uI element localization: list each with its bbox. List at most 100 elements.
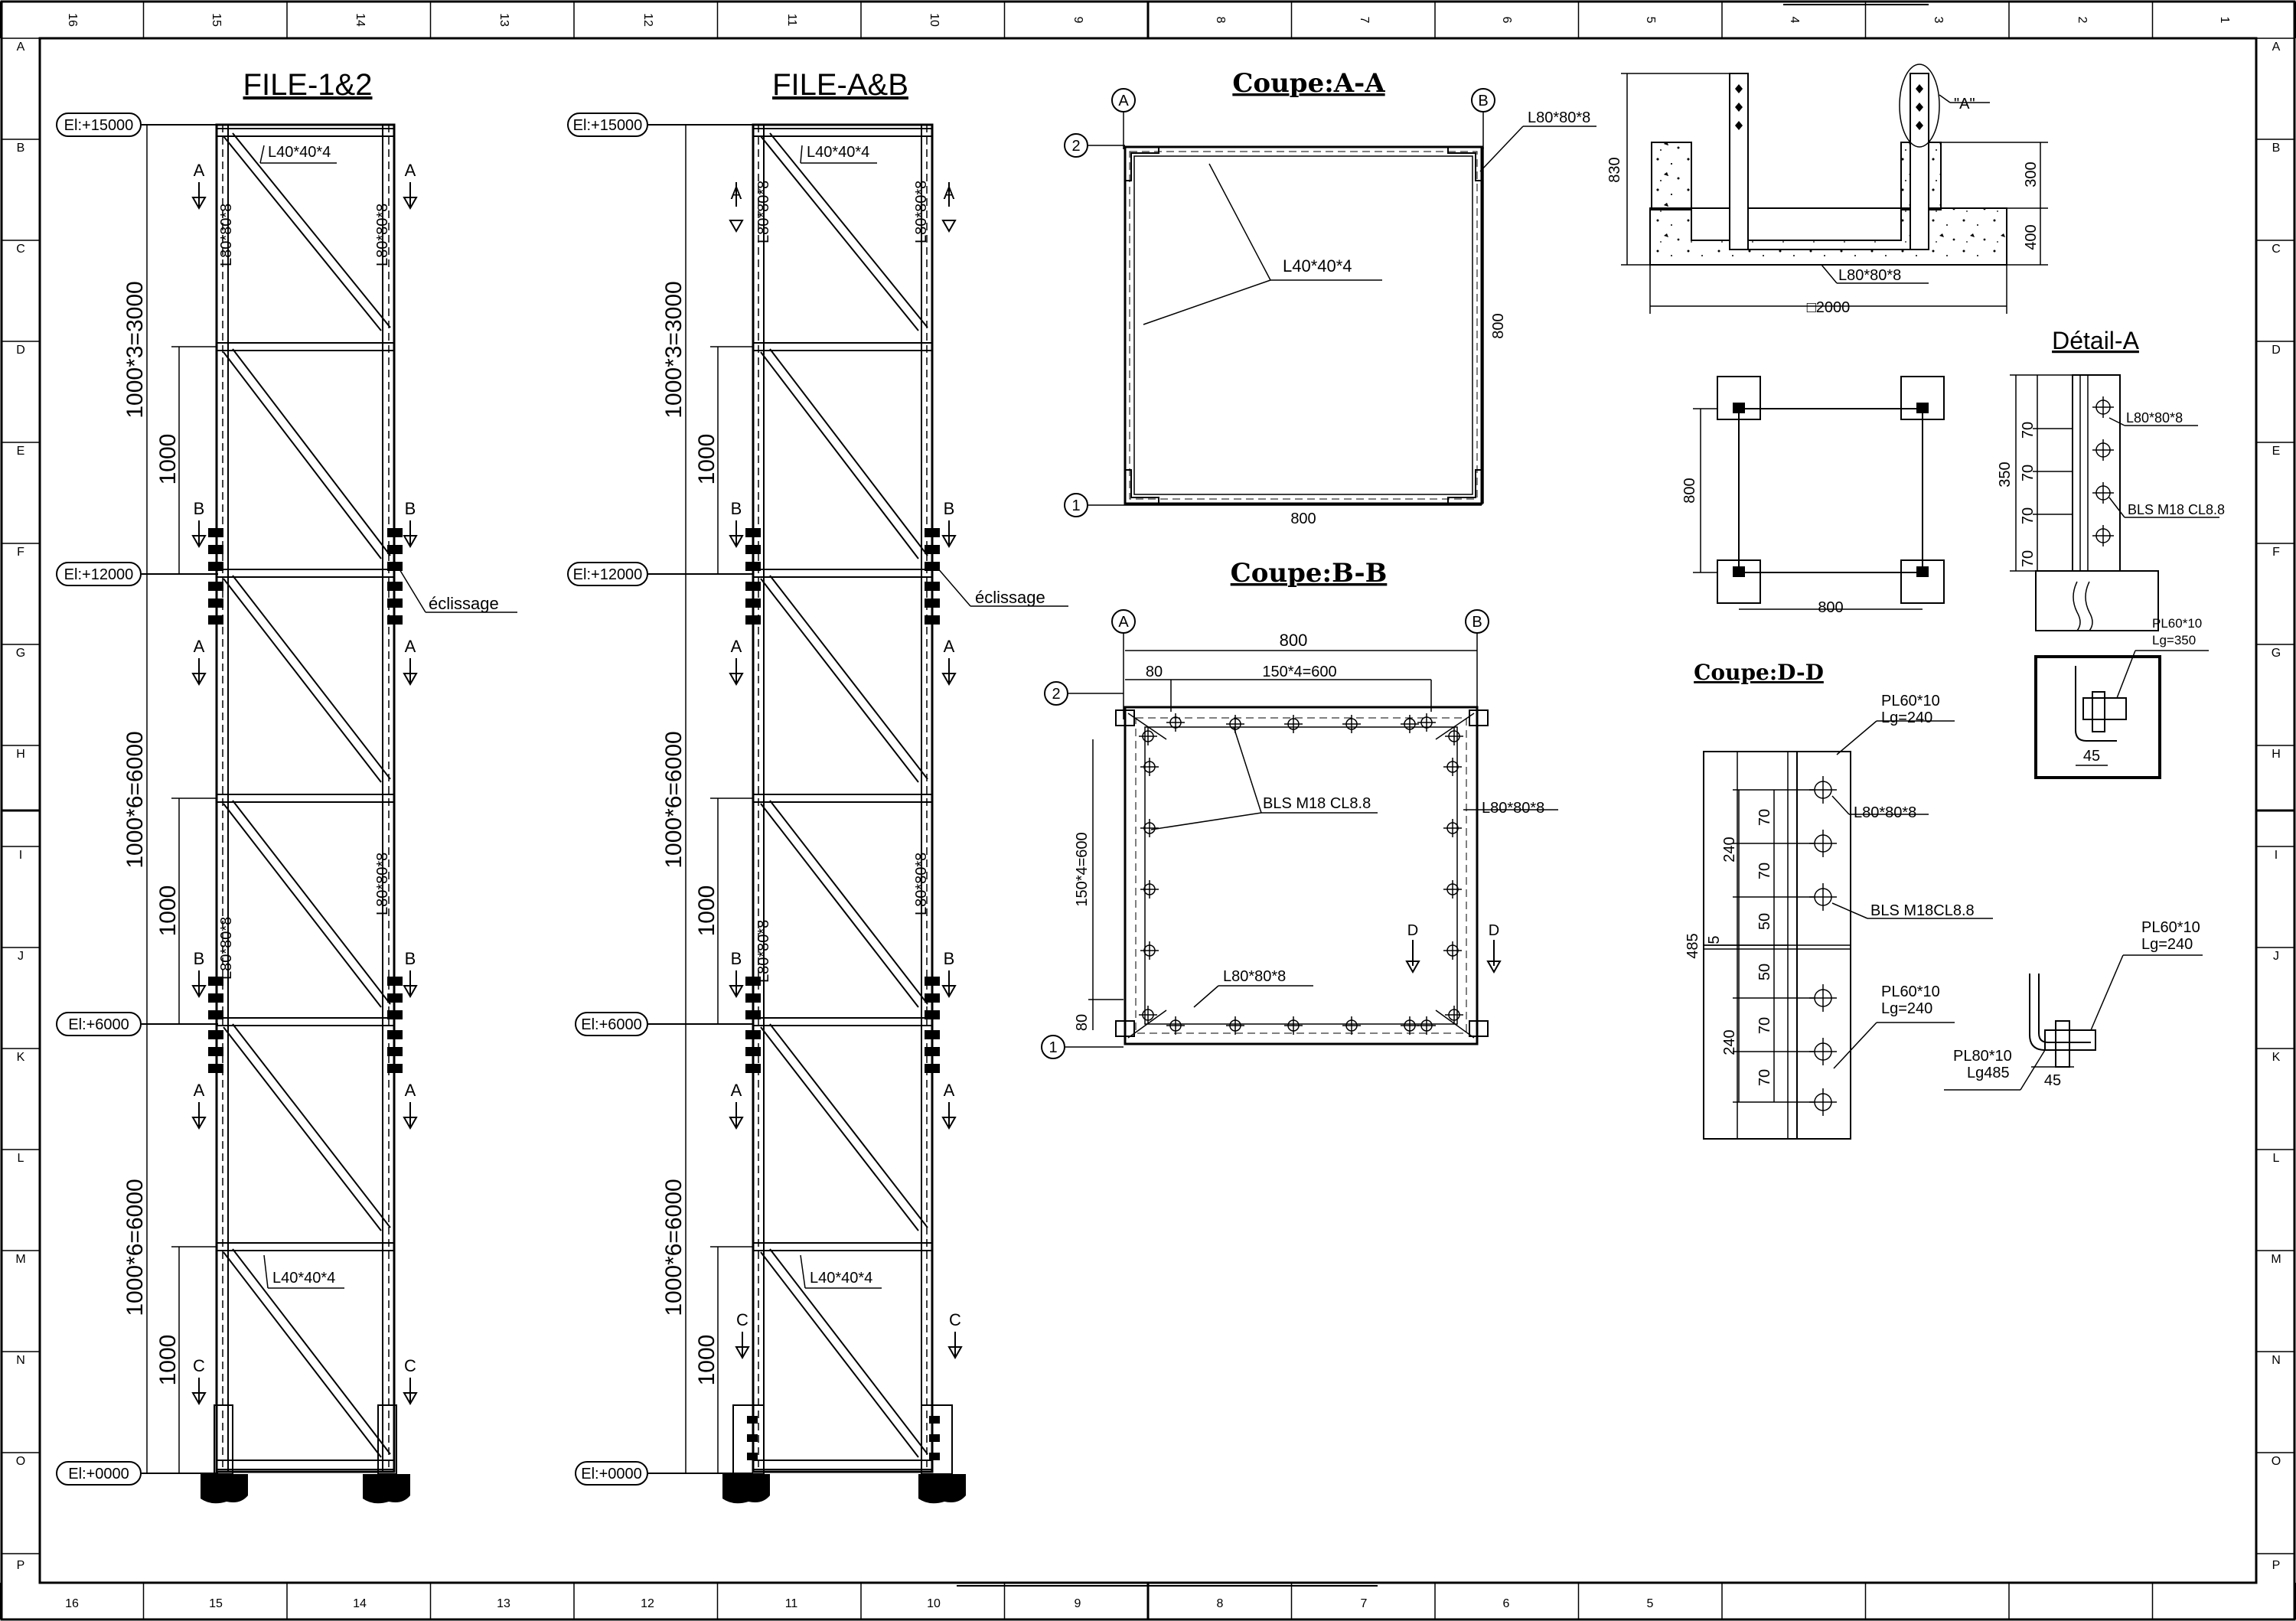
level-label: El:+0000 — [68, 1466, 129, 1482]
dim-label: 300 — [2023, 161, 2040, 187]
detail-d-d-plate: 45 PL60*10 Lg=240 PL80*10 Lg485 — [1944, 919, 2203, 1091]
section-marker: B — [405, 949, 416, 968]
section-a-a: Coupe:A-A A B 2 1 L40*40*4 L80*80*8 800 … — [1064, 68, 1596, 527]
detail-a: Détail-A 350 70 70 70 70 L80*80*8 BLS M1… — [1997, 327, 2225, 779]
grid-top-15: 15 — [210, 13, 223, 27]
section-marker: A — [944, 637, 955, 656]
detail-ref: "A" — [1954, 96, 1975, 113]
grid-bottom-16: 16 — [65, 1597, 79, 1610]
dim-label: 1000*6=6000 — [122, 731, 148, 868]
grid-right-m: M — [2271, 1253, 2281, 1266]
splice-label: éclissage — [429, 594, 499, 613]
dim-label: 240 — [1721, 837, 1738, 862]
section-title: Coupe:D-D — [1694, 660, 1824, 685]
member-label: L80*80*8 — [1528, 109, 1590, 126]
grid-left-i: I — [19, 849, 22, 862]
bolt-label: BLS M18CL8.8 — [1870, 902, 1975, 919]
plate-label: PL60*10 — [2141, 919, 2200, 936]
grid-right-i: I — [2275, 849, 2278, 862]
section-marker: C — [949, 1310, 961, 1329]
frame-bottom-numbers: 16 15 14 13 12 11 10 9 8 7 6 5 — [65, 1597, 1653, 1610]
dim-label: 830 — [1606, 157, 1623, 182]
grid-top-12: 12 — [641, 13, 654, 27]
dim-label: 800 — [1818, 599, 1843, 616]
grid-left-j: J — [18, 950, 24, 963]
grid-bottom-15: 15 — [209, 1597, 223, 1610]
dim-label: 800 — [1490, 313, 1507, 338]
level-label: El:+0000 — [581, 1466, 642, 1482]
grid-left-e: E — [17, 445, 25, 458]
level-label: El:+12000 — [573, 566, 643, 583]
grid-right-k: K — [2272, 1051, 2281, 1064]
grid-top-14: 14 — [354, 13, 367, 27]
section-marker: A — [405, 637, 416, 656]
dim-label: 45 — [2083, 748, 2100, 765]
bolt-label: BLS M18 CL8.8 — [2128, 502, 2225, 517]
dim-label: 485 — [1684, 933, 1701, 958]
section-marker: B — [944, 499, 955, 518]
elevation-file-a-b: FILE-A&B — [567, 68, 1068, 1504]
dim-label: 150*4=600 — [1074, 832, 1091, 906]
member-label: L40*40*4 — [807, 144, 869, 161]
dim-label: 240 — [1721, 1029, 1738, 1055]
grid-right-b: B — [2272, 142, 2281, 155]
dim-label: □2000 — [1807, 299, 1851, 316]
member-label: L80*80*8 — [2126, 410, 2183, 426]
grid-top-9: 9 — [1071, 17, 1084, 24]
section-marker: B — [731, 949, 742, 968]
section-marker: A — [194, 637, 205, 656]
axis-label: 1 — [1049, 1039, 1057, 1056]
grid-top-6: 6 — [1500, 17, 1513, 24]
grid-top-1: 1 — [2218, 17, 2231, 24]
section-marker: B — [194, 949, 205, 968]
level-label: El:+6000 — [581, 1016, 642, 1033]
grid-bottom-8: 8 — [1217, 1597, 1224, 1610]
bolt-label: BLS M18 CL8.8 — [1263, 795, 1371, 812]
grid-top-4: 4 — [1788, 17, 1801, 24]
plate-length: Lg=350 — [2152, 633, 2196, 647]
foundation-section: "A" 830 300 400 L80*80*8 □2000 — [1606, 64, 2048, 316]
grid-left-p: P — [17, 1559, 25, 1572]
section-marker: A — [405, 161, 416, 180]
level-label: El:+15000 — [64, 117, 134, 134]
grid-left-a: A — [17, 41, 25, 54]
section-title: Coupe:B-B — [1231, 558, 1388, 589]
grid-top-13: 13 — [497, 13, 510, 27]
grid-right-h: H — [2272, 748, 2281, 761]
axis-label: 2 — [1052, 686, 1060, 703]
dim-label: 1000*6=6000 — [122, 1179, 148, 1316]
grid-left-k: K — [17, 1051, 25, 1064]
dim-label: 50 — [1756, 913, 1773, 930]
grid-right-j: J — [2273, 950, 2279, 963]
level-label: El:+15000 — [573, 117, 643, 134]
grid-right-g: G — [2272, 647, 2281, 660]
grid-bottom-10: 10 — [927, 1597, 941, 1610]
section-marker: A — [731, 1081, 742, 1100]
level-label: El:+12000 — [64, 566, 134, 583]
section-marker: C — [193, 1356, 205, 1375]
grid-right-a: A — [2272, 41, 2281, 54]
dim-label: 5 — [1706, 935, 1723, 944]
anchor-plan: 800 800 — [1681, 376, 1945, 616]
grid-left-b: B — [17, 142, 25, 155]
grid-bottom-9: 9 — [1075, 1597, 1081, 1610]
section-marker: C — [404, 1356, 416, 1375]
elevation-file-1-2: FILE-1&2 — [56, 68, 517, 1504]
section-marker: D — [1407, 922, 1418, 939]
member-label: L80*80*8 — [755, 181, 772, 243]
dim-label: 70 — [2020, 550, 2037, 567]
member-label: L80*80*8 — [913, 181, 930, 243]
grid-top-7: 7 — [1358, 17, 1371, 24]
plate-label: PL60*10 — [2152, 616, 2202, 631]
dim-label: 70 — [2020, 465, 2037, 481]
grid-right-n: N — [2272, 1354, 2281, 1367]
elevation-title: FILE-A&B — [772, 68, 908, 102]
section-marker: B — [405, 499, 416, 518]
grid-bottom-12: 12 — [641, 1597, 654, 1610]
member-label: L80*80*8 — [1854, 804, 1916, 821]
member-label: L40*40*4 — [1283, 256, 1352, 276]
section-marker: A — [405, 1081, 416, 1100]
axis-label: 1 — [1071, 497, 1080, 514]
axis-label: A — [1118, 614, 1129, 631]
